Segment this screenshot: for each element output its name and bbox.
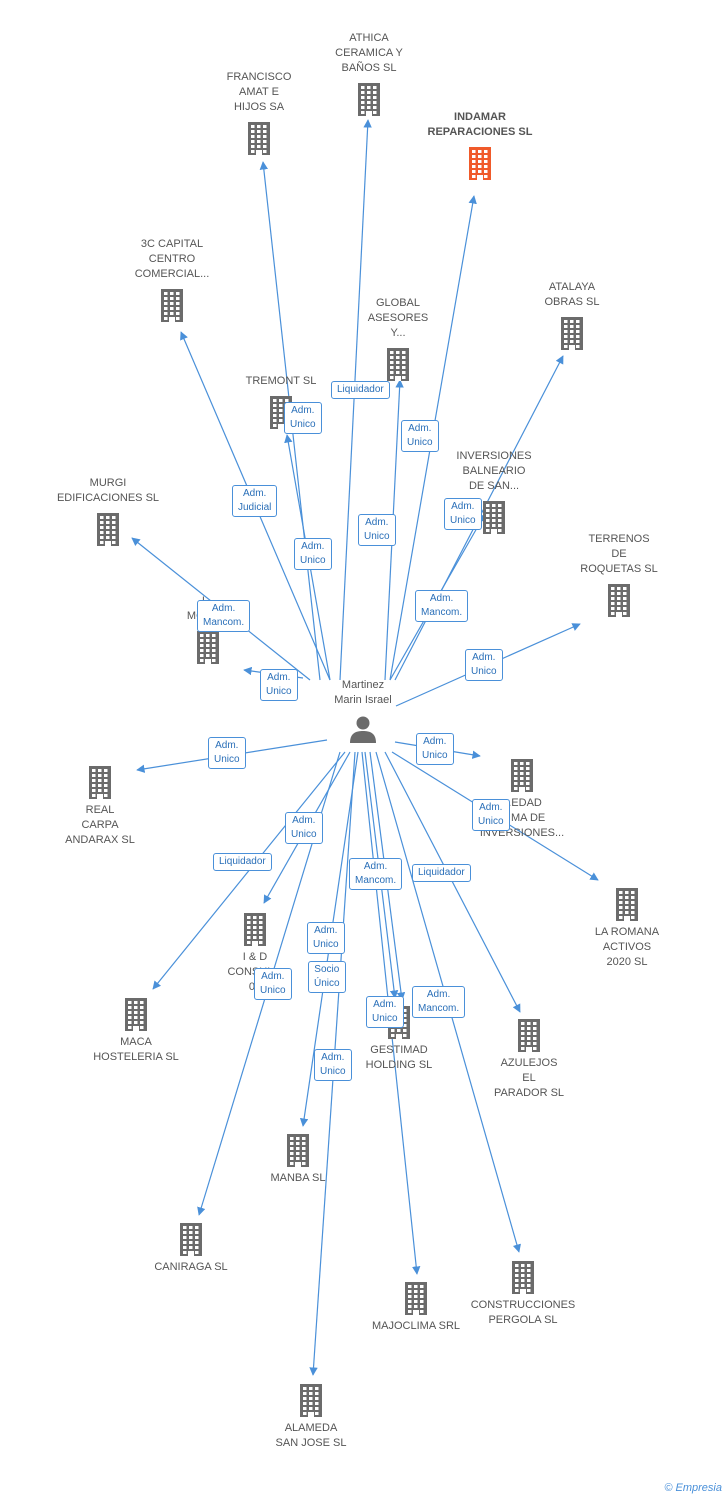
building-icon [483,501,505,534]
building-icon [405,1282,427,1315]
company-inversiones[interactable]: INVERSIONES BALNEARIO DE SAN... [434,449,554,534]
company-name: CANIRAGA SL [154,1261,228,1273]
building-icon [89,766,111,799]
company-manba[interactable]: MANBA SL [238,1133,358,1186]
company-name: INDAMAR REPARACIONES SL [427,111,533,138]
footer-brand[interactable]: © Empresia [664,1482,722,1494]
company-alameda[interactable]: ALAMEDA SAN JOSE SL [251,1383,371,1451]
role-label[interactable]: Adm. Unico [366,996,404,1028]
company-name: MURGI EDIFICACIONES SL [56,477,160,504]
company-real[interactable]: REAL CARPA ANDARAX SL [40,765,160,848]
building-icon [518,1019,540,1052]
role-label[interactable]: Adm. Unico [472,799,510,831]
company-tremont[interactable]: TREMONT SL [221,374,341,429]
role-label[interactable]: Adm. Unico [294,538,332,570]
role-label[interactable]: Liquidador [331,381,390,399]
role-label[interactable]: Adm. Unico [358,514,396,546]
company-name: CONSTRUCCIONES PERGOLA SL [470,1299,576,1326]
company-azulejos[interactable]: AZULEJOS EL PARADOR SL [469,1018,589,1101]
role-label[interactable]: Adm. Mancom. [412,986,466,1018]
center-person[interactable]: Martinez Marin Israel [303,678,423,744]
building-icon [561,317,583,350]
role-label[interactable]: Adm. Mancom. [415,590,469,622]
person-name: Martinez Marin Israel [334,679,392,706]
person-icon [350,716,376,743]
company-name: ALAMEDA SAN JOSE SL [275,1422,347,1449]
role-label[interactable]: Adm. Unico [465,649,503,681]
company-name: ATALAYA OBRAS SL [544,281,600,308]
company-name: LA ROMANA ACTIVOS 2020 SL [594,926,660,968]
company-name: FRANCISCO AMAT E HIJOS SA [226,71,292,113]
company-athica[interactable]: ATHICA CERAMICA Y BAÑOS SL [309,31,429,116]
company-name: REAL CARPA ANDARAX SL [65,804,135,846]
company-name: 3C CAPITAL CENTRO COMERCIAL... [134,238,210,280]
edge-18 [384,751,521,1013]
role-label[interactable]: Adm. Unico [401,420,439,452]
building-icon [300,1384,322,1417]
role-label[interactable]: Adm. Mancom. [349,858,403,890]
company-caniraga[interactable]: CANIRAGA SL [131,1222,251,1275]
building-icon [287,1134,309,1167]
company-name: GESTIMAD HOLDING SL [365,1044,433,1071]
company-name: MAJOCLIMA SRL [371,1320,461,1332]
company-construcciones[interactable]: CONSTRUCCIONES PERGOLA SL [463,1260,583,1328]
role-label[interactable]: Adm. Unico [285,812,323,844]
building-icon [469,147,491,180]
building-icon [387,348,409,381]
company-name: GLOBAL ASESORES Y... [367,297,429,339]
role-label[interactable]: Adm. Unico [254,968,292,1000]
role-label[interactable]: Adm. Unico [284,402,322,434]
building-icon [97,513,119,546]
building-icon [608,584,630,617]
company-murgi[interactable]: MURGI EDIFICACIONES SL [48,476,168,546]
role-label[interactable]: Adm. Unico [307,922,345,954]
company-francisco[interactable]: FRANCISCO AMAT E HIJOS SA [199,70,319,155]
role-label[interactable]: Adm. Judicial [232,485,278,517]
company-name: TERRENOS DE ROQUETAS SL [580,533,658,575]
company-name: TREMONT SL [245,375,317,387]
edge-2 [339,119,372,681]
company-name: MACA HOSTELERIA SL [93,1036,179,1063]
company-name: MANBA SL [270,1172,326,1184]
building-icon [512,1261,534,1294]
company-name: AZULEJOS EL PARADOR SL [493,1057,565,1099]
company-majoclima[interactable]: MAJOCLIMA SRL [356,1281,476,1334]
brand-name: Empresia [675,1482,722,1494]
building-icon [125,998,147,1031]
role-label[interactable]: Adm. Unico [314,1049,352,1081]
company-maca[interactable]: MACA HOSTELERIA SL [76,997,196,1065]
company-capital[interactable]: 3C CAPITAL CENTRO COMERCIAL... [112,237,232,322]
role-label[interactable]: Adm. Unico [444,498,482,530]
building-icon [197,631,219,664]
building-icon [511,759,533,792]
role-label[interactable]: Adm. Unico [416,733,454,765]
role-label[interactable]: Liquidador [412,864,471,882]
role-label[interactable]: Adm. Mancom. [197,600,251,632]
company-global[interactable]: GLOBAL ASESORES Y... [338,296,458,381]
role-label[interactable]: Adm. Unico [260,669,298,701]
company-romana[interactable]: LA ROMANA ACTIVOS 2020 SL [567,887,687,970]
building-icon [358,83,380,116]
company-terrenos[interactable]: TERRENOS DE ROQUETAS SL [559,532,679,617]
role-label[interactable]: Socio Único [308,961,346,993]
role-label[interactable]: Adm. Unico [208,737,246,769]
company-atalaya[interactable]: ATALAYA OBRAS SL [512,280,632,350]
building-icon [180,1223,202,1256]
building-icon [161,289,183,322]
company-name: INVERSIONES BALNEARIO DE SAN... [456,450,532,492]
company-indamar[interactable]: INDAMAR REPARACIONES SL [420,110,540,180]
building-icon [616,888,638,921]
role-label[interactable]: Liquidador [213,853,272,871]
building-icon [244,913,266,946]
copyright-icon: © [664,1482,673,1494]
company-name: ATHICA CERAMICA Y BAÑOS SL [335,32,403,74]
building-icon [248,122,270,155]
